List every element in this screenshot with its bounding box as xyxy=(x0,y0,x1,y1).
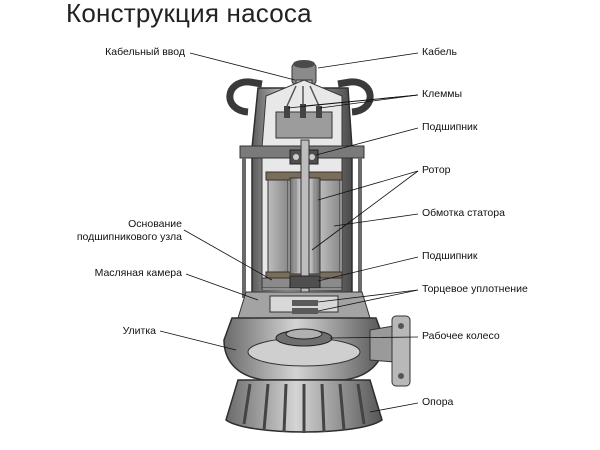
label-stator-winding: Обмотка статора xyxy=(422,207,505,219)
leader-impeller xyxy=(329,336,419,339)
label-rotor: Ротор xyxy=(422,164,451,176)
leader-rotor-1 xyxy=(317,170,419,201)
leader-support xyxy=(369,402,419,413)
leader-oil-chamber xyxy=(185,273,259,301)
impeller-part xyxy=(275,328,333,347)
terminal-block xyxy=(275,85,333,139)
label-support: Опора xyxy=(422,396,454,408)
label-bearing-base-line1: Основание xyxy=(128,218,182,230)
leader-lines xyxy=(159,52,419,413)
leader-cable xyxy=(317,52,419,69)
label-bearing-bottom: Подшипник xyxy=(422,250,478,262)
label-cable: Кабель xyxy=(422,46,457,58)
label-bearing-base-line2: подшипникового узла xyxy=(76,231,182,243)
leader-rotor-2 xyxy=(311,170,419,251)
label-oil-chamber: Масляная камера xyxy=(94,267,182,279)
label-bearing-top: Подшипник xyxy=(422,121,478,133)
lifting-handle xyxy=(226,78,374,116)
volute-housing xyxy=(223,317,385,381)
lower-bearing-part xyxy=(261,275,343,289)
discharge-flange xyxy=(369,315,411,387)
leader-terminals-3 xyxy=(319,94,419,109)
leader-bearing-top xyxy=(315,127,419,156)
label-terminals: Клеммы xyxy=(422,88,463,100)
leader-volute xyxy=(159,330,237,351)
label-mechanical-seal: Торцевое уплотнение xyxy=(422,283,528,295)
support-base xyxy=(225,379,383,433)
label-impeller: Рабочее колесо xyxy=(422,330,500,342)
leader-cable-entry xyxy=(189,52,296,81)
leader-terminals-2 xyxy=(303,94,419,107)
leader-stator xyxy=(333,213,419,227)
leader-seal-2 xyxy=(317,289,419,312)
diagram-title: Конструкция насоса xyxy=(66,0,312,28)
mechanical-seal-part xyxy=(292,300,318,314)
leader-bearing-bottom xyxy=(317,256,419,282)
leader-seal-1 xyxy=(317,289,419,303)
label-volute: Улитка xyxy=(122,325,156,337)
leader-bearing-base xyxy=(183,229,273,281)
label-cable-entry: Кабельный ввод xyxy=(105,46,185,58)
